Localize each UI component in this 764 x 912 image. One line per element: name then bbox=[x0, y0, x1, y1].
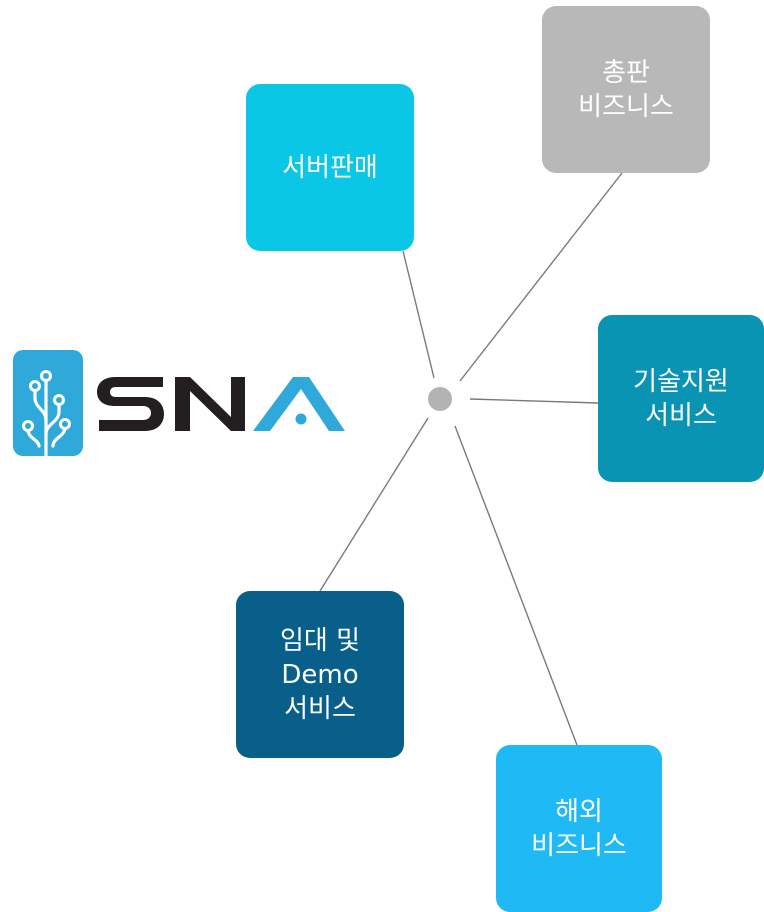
connector-dist bbox=[459, 172, 623, 382]
node-tech-support-service-line-1: 기술지원 bbox=[633, 366, 729, 397]
node-overseas-business: 해외 비즈니스 bbox=[496, 745, 662, 912]
node-tech-support-service: 기술지원 서비스 bbox=[598, 315, 764, 482]
node-server-sales-line-1: 서버판매 bbox=[282, 152, 378, 183]
connector-server bbox=[402, 250, 435, 379]
sna-wordmark bbox=[93, 350, 345, 456]
node-rental-demo-service-line-3: 서비스 bbox=[284, 693, 356, 724]
center-hub bbox=[428, 387, 452, 411]
node-server-sales: 서버판매 bbox=[246, 84, 414, 251]
connector-rental bbox=[319, 417, 429, 592]
node-overseas-business-line-2: 비즈니스 bbox=[531, 830, 627, 861]
sna-logo bbox=[13, 350, 345, 458]
node-rental-demo-service: 임대 및 Demo 서비스 bbox=[236, 591, 404, 758]
circuit-tree-icon bbox=[13, 350, 83, 458]
node-distributor-business-line-1: 총판 bbox=[602, 57, 650, 88]
node-distributor-business: 총판 비즈니스 bbox=[542, 6, 710, 173]
node-rental-demo-service-line-1: 임대 및 bbox=[279, 625, 361, 656]
node-tech-support-service-line-2: 서비스 bbox=[645, 400, 717, 431]
sna-wordmark-graphic bbox=[97, 377, 345, 431]
connector-tech bbox=[469, 398, 599, 404]
connector-global bbox=[454, 425, 578, 746]
node-overseas-business-line-1: 해외 bbox=[555, 796, 603, 827]
node-distributor-business-line-2: 비즈니스 bbox=[578, 91, 674, 122]
node-rental-demo-service-line-2: Demo bbox=[281, 659, 359, 690]
